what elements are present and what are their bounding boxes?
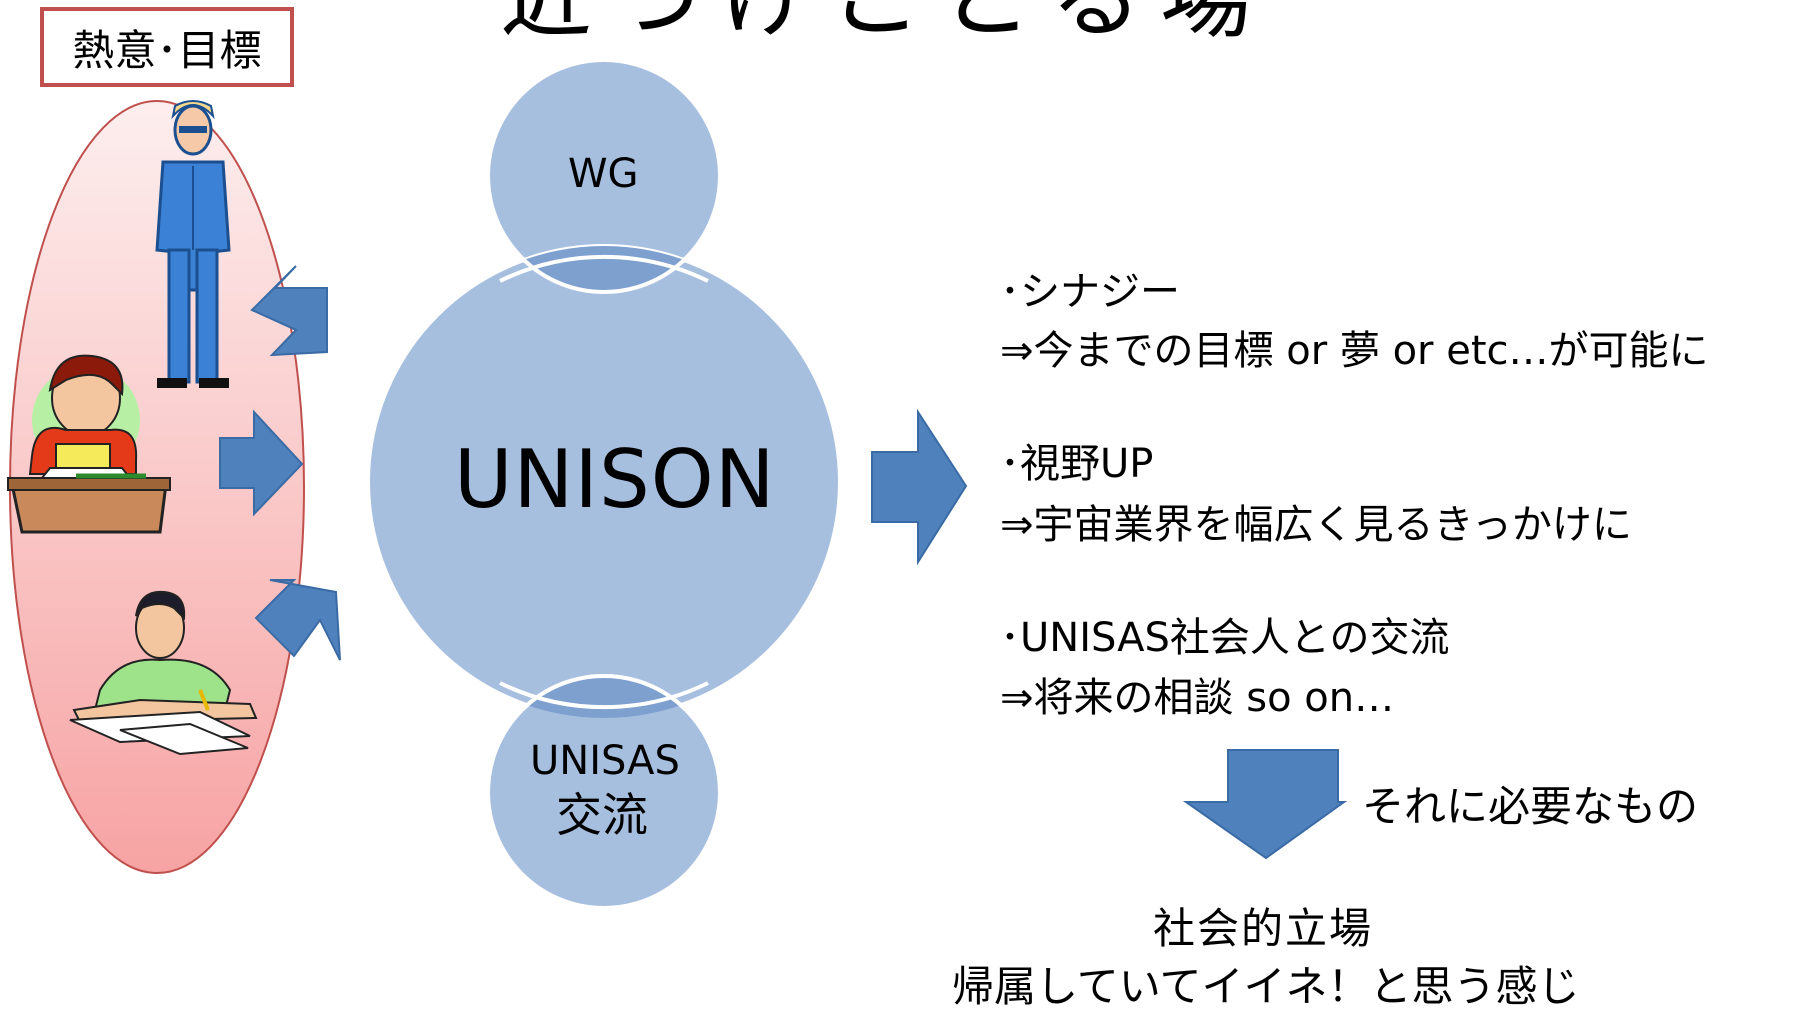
arrow-right (871, 408, 968, 566)
motivation-tag: 熱意･目標 (40, 7, 294, 87)
arrow-middle-left (219, 409, 304, 517)
student-writing-icon (69, 590, 258, 756)
student-reading-icon (7, 354, 171, 534)
arrow-lower-left (254, 579, 341, 661)
conclusion-line-2: 帰属していてイイネ！と思う感じ (952, 962, 1580, 1011)
unisas-label: UNISAS (530, 738, 680, 784)
benefit-detail: ⇒宇宙業界を幅広く見るきっかけに (1000, 502, 1632, 548)
benefit-detail: ⇒今までの目標 or 夢 or etc…が可能に (1000, 328, 1709, 374)
person-standing-icon (155, 100, 231, 388)
benefit-heading: ･視野UP (1000, 441, 1154, 487)
benefit-heading: ･UNISAS社会人との交流 (1000, 615, 1450, 661)
benefit-heading: ･シナジー (1000, 269, 1180, 315)
conclusion-line-1: 社会的立場 (1153, 904, 1374, 953)
unisas-exchange-label: 交流 (556, 788, 648, 842)
arrow-upper-left (250, 265, 328, 357)
wg-label: WG (568, 151, 639, 197)
motivation-tag-label: 熱意･目標 (72, 25, 262, 75)
arrow-down (1182, 749, 1348, 860)
unison-label: UNISON (454, 433, 776, 526)
slide-title: 近づけことる場 (500, 0, 1270, 44)
benefit-detail: ⇒将来の相談 so on… (1000, 675, 1395, 721)
requirement-label: それに必要なもの (1362, 782, 1699, 831)
